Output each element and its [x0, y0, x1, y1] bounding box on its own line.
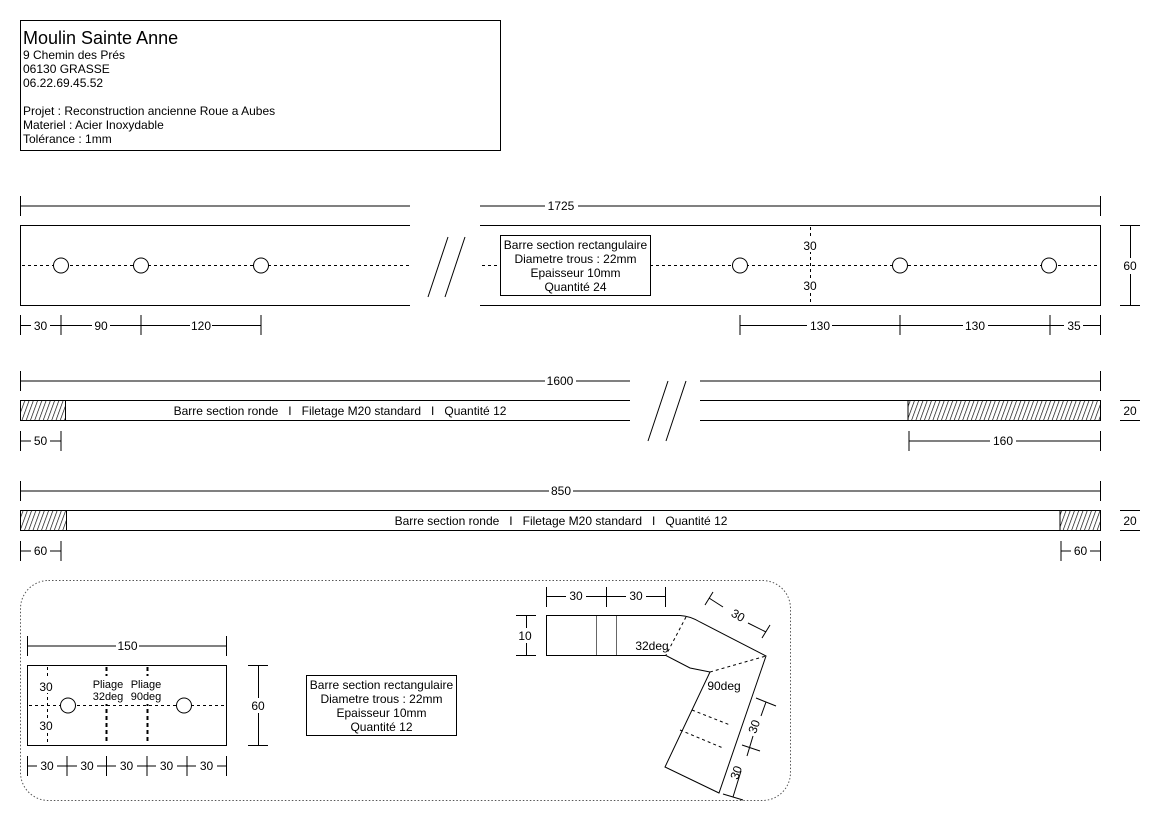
part1-half-bottom: 30 [803, 279, 817, 293]
side-dim-top: 30 [569, 589, 583, 603]
part4-half-top: 30 [39, 680, 53, 694]
part4-height-dim: 60 [251, 699, 265, 713]
bend2-angle: 90deg [131, 691, 162, 703]
part4-side-view: 30 30 10 32deg 90deg 30 [516, 587, 777, 801]
thread-left [20, 510, 67, 531]
thread-right [907, 400, 1101, 421]
part1-info-line: Epaisseur 10mm [530, 266, 620, 280]
part1-half-top: 30 [803, 239, 817, 253]
part1-dim-right: 130 [810, 319, 830, 333]
hole [892, 257, 908, 274]
part3-diameter-dim: 20 [1123, 514, 1137, 528]
part2-label: Barre section ronde I Filetage M20 stand… [174, 404, 507, 418]
side-angle-90: 90deg [707, 679, 740, 693]
side-dim-diag: 30 [729, 606, 748, 625]
part4-info-box [306, 675, 457, 736]
hole [176, 697, 192, 714]
part2-thread-right-dim: 160 [993, 434, 1013, 448]
bend1-label: Pliage [93, 679, 124, 691]
hole [1041, 257, 1057, 274]
part4-info-line: Diametre trous : 22mm [320, 692, 442, 706]
part4-flat-pattern [27, 665, 227, 746]
title-block: Moulin Sainte Anne 9 Chemin des Prés 061… [20, 20, 501, 151]
part4-info-line: Epaisseur 10mm [336, 706, 426, 720]
part1-length-dim: 1725 [548, 199, 575, 213]
company-name: Moulin Sainte Anne [23, 28, 178, 48]
part3-label: Barre section ronde I Filetage M20 stand… [395, 514, 728, 528]
part4-info-line: Barre section rectangulaire [310, 678, 454, 692]
part1-height-dim: 60 [1123, 259, 1137, 273]
hole [133, 257, 149, 274]
phone-number: 06.22.69.45.52 [23, 76, 103, 90]
thread-right [1059, 510, 1101, 531]
thread-left [20, 400, 66, 421]
hole [60, 697, 76, 714]
part2-thread-left-dim: 50 [34, 434, 48, 448]
part3-round-bar: 850 Barre section ronde I Filetage M20 s… [20, 481, 1140, 561]
bend1-angle: 32deg [93, 691, 124, 703]
part3-thread-right-dim: 60 [1074, 544, 1088, 558]
part4-bent-bracket: 150 30 30 Pliage 32deg Pliage 90deg 60 [20, 580, 791, 801]
part3-length-dim: 850 [551, 484, 571, 498]
part1-info-box [500, 235, 651, 296]
part1-dim-left: 120 [191, 319, 211, 333]
part4-segment-dim: 30 [40, 759, 54, 773]
part4-half-bottom: 30 [39, 719, 53, 733]
part1-info-line: Quantité 24 [544, 280, 606, 294]
address-line2: 06130 GRASSE [23, 62, 110, 76]
part1-info-line: Diametre trous : 22mm [514, 252, 636, 266]
break-mark [444, 236, 466, 298]
part1-dim-right: 130 [965, 319, 985, 333]
hole [732, 257, 748, 274]
side-dim-diag: 30 [727, 764, 745, 782]
hole [53, 257, 69, 274]
project-line: Projet : Reconstruction ancienne Roue a … [23, 104, 275, 118]
material-line: Materiel : Acier Inoxydable [23, 118, 164, 132]
part1-rect-bar: 1725 30 30 Barre section rectangulaire D… [20, 196, 1142, 335]
part4-segment-dim: 30 [160, 759, 174, 773]
address-line1: 9 Chemin des Prés [23, 48, 125, 62]
part4-segment-dim: 30 [120, 759, 134, 773]
part1-dim-left: 30 [34, 319, 48, 333]
part2-length-dim: 1600 [547, 374, 574, 388]
part1-info-line: Barre section rectangulaire [504, 238, 648, 252]
bend2-label: Pliage [131, 679, 162, 691]
part3-thread-left-dim: 60 [34, 544, 48, 558]
side-thickness-dim: 10 [518, 629, 532, 643]
part4-frame [20, 580, 791, 801]
part2-diameter-dim: 20 [1123, 404, 1137, 418]
side-angle-32: 32deg [635, 639, 668, 653]
part4-segment-dim: 30 [80, 759, 94, 773]
part1-dim-right: 35 [1067, 319, 1081, 333]
bent-profile [546, 615, 767, 794]
tolerance-line: Tolérance : 1mm [23, 132, 112, 146]
side-dim-diag: 30 [745, 718, 763, 736]
hole [253, 257, 269, 274]
part4-info-line: Quantité 12 [350, 720, 412, 734]
part2-round-bar: 1600 Barre section ronde I Filetage M20 … [20, 371, 1140, 451]
part4-length-dim: 150 [117, 639, 137, 653]
break-mark [647, 380, 669, 442]
part1-dim-left: 90 [94, 319, 108, 333]
break-mark [665, 380, 687, 442]
break-mark [427, 236, 449, 298]
side-dim-top: 30 [629, 589, 643, 603]
part4-segment-dim: 30 [200, 759, 214, 773]
